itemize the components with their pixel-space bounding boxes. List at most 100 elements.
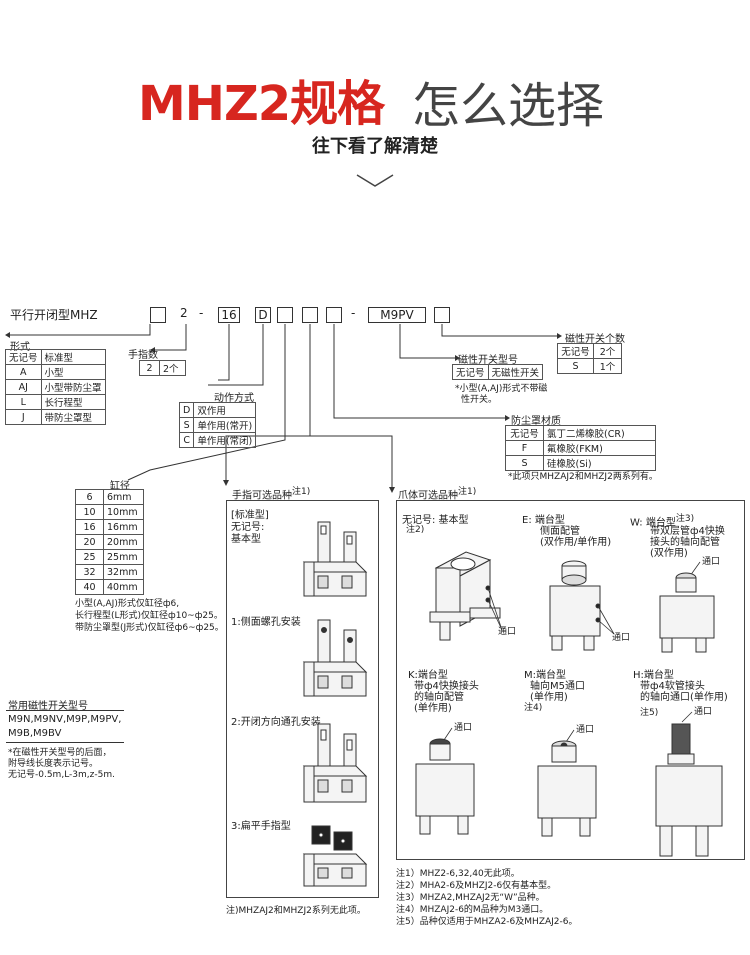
body-k-label: 的轴向配管 — [414, 692, 464, 703]
model-slot-switch: M9PV — [368, 307, 426, 323]
table-cell: J — [5, 409, 42, 425]
table-cell: 10mm — [103, 504, 144, 520]
body-e-label: 侧面配管 — [540, 526, 580, 537]
body-w-label: 带双层管ф4快换 — [650, 526, 725, 537]
table-row: 无记号氯丁二烯橡胶(CR) — [505, 425, 656, 441]
finger-options-title: 手指可选品种注1) — [232, 484, 310, 501]
table-cell: C — [178, 432, 195, 448]
finger-opt1-label: 1:侧面螺孔安装 — [231, 617, 301, 628]
footnote-ref: 注1) — [458, 487, 477, 497]
table-cell: 无记号 — [5, 349, 42, 365]
switch-type-title: 磁性开关型号 — [458, 355, 518, 366]
finger-through-hole-image — [302, 723, 368, 803]
body-options-title-text: 爪体可选品种 — [398, 490, 458, 502]
table-cell: 无记号 — [557, 343, 594, 359]
table-cell: 无磁性开关 — [487, 364, 544, 380]
body-e-image: 通口 — [549, 560, 630, 651]
bore-note: 小型(A,AJ)形式仅缸径ф6, — [75, 599, 180, 609]
finger-flat-image — [302, 825, 368, 887]
table-cell: D — [178, 402, 195, 418]
body-footnote: 注3）MHZA2,MHZAJ2无“W”品种。 — [396, 893, 545, 903]
body-h-label: 的轴向通口(单作用) — [640, 692, 728, 703]
chevron-down-icon — [356, 174, 394, 187]
model-slot-finger-option — [277, 307, 293, 323]
footnote-ref: 注3) — [675, 514, 695, 524]
table-cell: 6 — [75, 489, 104, 505]
table-cell: 长行程型 — [40, 394, 106, 410]
table-cell: 2个 — [159, 360, 186, 376]
common-switch-line: M9N,M9NV,M9P,M9PV, — [8, 714, 122, 725]
switch-type-note: *小型(A,AJ)形式不带磁 — [455, 384, 548, 394]
cover-title: 防尘罩材质 — [511, 416, 561, 427]
table-cell: 16 — [75, 519, 104, 535]
model-slot-action: D — [255, 307, 271, 323]
finger-basic-image — [302, 521, 368, 597]
body-w-label: (双作用) — [650, 548, 688, 559]
table-cell: F — [505, 440, 544, 456]
table-cell: 10 — [75, 504, 104, 520]
footnote-ref: 注4) — [524, 703, 543, 713]
table-cell: 带防尘罩型 — [40, 409, 106, 425]
table-cell: 6mm — [103, 489, 144, 505]
common-switch-note: 附导线长度表示记号。 — [8, 759, 99, 769]
port-label: 通口 — [454, 722, 472, 733]
footnote-ref: 注1) — [292, 487, 311, 497]
table-row: 无记号无磁性开关 — [452, 364, 544, 380]
finger-opt3-label: 3:扁平手指型 — [231, 821, 291, 832]
table-cell: AJ — [5, 379, 42, 395]
model-slot-bore: 16 — [218, 307, 240, 323]
finger-std-label: 无记号: — [231, 522, 265, 533]
body-h-label: 带ф4软管接头 — [640, 681, 705, 692]
title-highlight: MHZ2规格 — [138, 76, 385, 132]
table-cell: S — [178, 417, 195, 433]
switch-type-table: 无记号无磁性开关 — [452, 364, 544, 380]
table-cell: 32 — [75, 564, 104, 580]
fingers-title: 手指数 — [128, 350, 158, 361]
table-cell: 小型 — [40, 364, 106, 380]
table-cell: S — [557, 358, 594, 374]
model-slot-switch-count — [434, 307, 450, 323]
cover-note: *此项只MHZAJ2和MHZJ2两系列有。 — [508, 472, 658, 482]
common-switch-note: *在磁性开关型号的后面， — [8, 748, 112, 758]
table-row: 无记号标准型 — [5, 349, 106, 365]
subtitle: 往下看了解清楚 — [312, 136, 438, 157]
body-w-title: W: 端台型 — [630, 517, 676, 529]
body-w-label: 接头的轴向配管 — [650, 537, 720, 548]
table-cell: 25 — [75, 549, 104, 565]
table-cell: 20 — [75, 534, 104, 550]
finger-std-label: [标准型] — [231, 510, 269, 521]
form-title: 形式 — [10, 342, 30, 353]
body-e-label: (双作用/单作用) — [540, 537, 612, 548]
table-cell: 40mm — [103, 579, 144, 595]
table-cell: 25mm — [103, 549, 144, 565]
body-k-label: K:端台型 — [408, 670, 448, 681]
body-options-panel — [396, 500, 745, 860]
footnote-ref: 注5) — [640, 708, 659, 718]
footnote-ref: 注2) — [406, 525, 425, 535]
body-w-label: W: 端台型注3) — [630, 511, 694, 528]
body-footnote: 注4）MHZAJ2-6的M品种为M3通口。 — [396, 905, 549, 915]
divider — [6, 742, 124, 743]
table-cell: 无记号 — [505, 425, 544, 441]
model-dash: - — [351, 306, 356, 320]
table-cell: 2 — [139, 360, 160, 376]
table-cell: 20mm — [103, 534, 144, 550]
finger-options-panel — [226, 500, 379, 898]
port-label: 通口 — [694, 706, 712, 717]
